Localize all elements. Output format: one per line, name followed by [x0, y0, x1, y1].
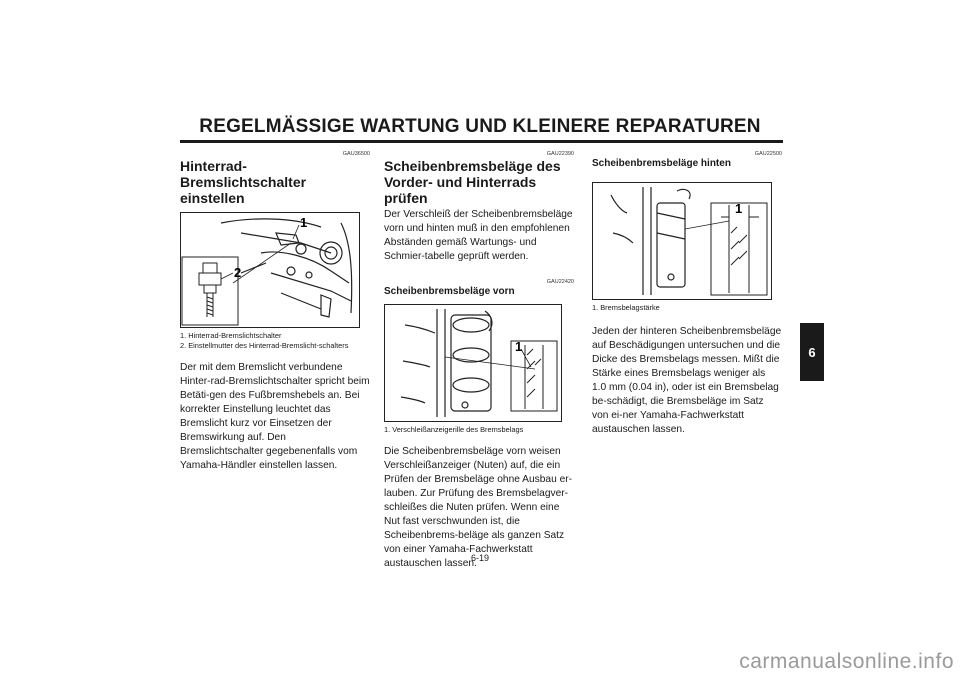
page-title: REGELMÄSSIGE WARTUNG UND KLEINERE REPARA… [199, 116, 761, 137]
callout-1: 1 [735, 201, 742, 216]
callout-1: 1 [300, 215, 307, 230]
brake-light-switch-figure: 1 2 [180, 212, 360, 328]
subsection-heading: Scheibenbremsbeläge hinten [592, 158, 731, 169]
section-brake-light-switch: GAU36500 Hinterrad-Bremslichtschalter ei… [180, 150, 370, 473]
caption-item: 1. Verschleißanzeigerille des Bremsbelag… [384, 425, 524, 434]
body-text: Jeden der hinteren Scheibenbremsbeläge a… [592, 326, 782, 435]
watermark: carmanualsonline.info [739, 650, 954, 673]
brake-light-switch-illustration: 1 2 [181, 215, 353, 326]
figure-caption-list: 1. Hinterrad-Bremslichtschalter 2. Einst… [180, 331, 370, 351]
section-brake-pads: GAU22390 Scheibenbremsbeläge des Vorder-… [384, 150, 574, 571]
figure-caption-list: 1. Verschleißanzeigerille des Bremsbelag… [384, 425, 574, 435]
reference-code: GAU36500 [342, 151, 370, 157]
caption-item: 1. Bremsbelagstärke [592, 303, 660, 312]
intro-text: Der Verschleiß der Scheibenbremsbeläge v… [384, 209, 573, 262]
callout-2: 2 [234, 265, 241, 280]
section-rear-brake-pads: GAU22500 Scheibenbremsbeläge hinten [592, 150, 782, 437]
figure-caption-list: 1. Bremsbelagstärke [592, 303, 782, 313]
caption-item: 2. Einstellmutter des Hinterrad-Bremslic… [180, 341, 349, 350]
body-text: Der mit dem Bremslicht verbundene Hinter… [180, 362, 370, 471]
rear-brake-pad-illustration: 1 [610, 187, 768, 296]
chapter-tab: 6 [800, 323, 824, 381]
body-text: Die Scheibenbremsbeläge vorn weisen Vers… [384, 446, 573, 569]
front-brake-pad-figure: 1 [384, 304, 562, 422]
front-brake-pad-illustration: 1 [400, 309, 558, 417]
section-heading: Hinterrad-Bremslichtschalter einstellen [180, 158, 307, 206]
callout-1: 1 [515, 339, 522, 354]
page-number: 6-19 [470, 553, 489, 563]
section-heading: Scheibenbremsbeläge des Vorder- und Hint… [384, 158, 561, 206]
rear-brake-pad-figure: 1 [592, 182, 772, 300]
reference-code: GAU22500 [754, 151, 782, 157]
reference-code: GAU22390 [546, 151, 574, 157]
title-rule [180, 140, 783, 143]
reference-code: GAU22420 [546, 279, 574, 285]
caption-item: 1. Hinterrad-Bremslichtschalter [180, 331, 282, 340]
subsection-heading: Scheibenbremsbeläge vorn [384, 286, 515, 297]
